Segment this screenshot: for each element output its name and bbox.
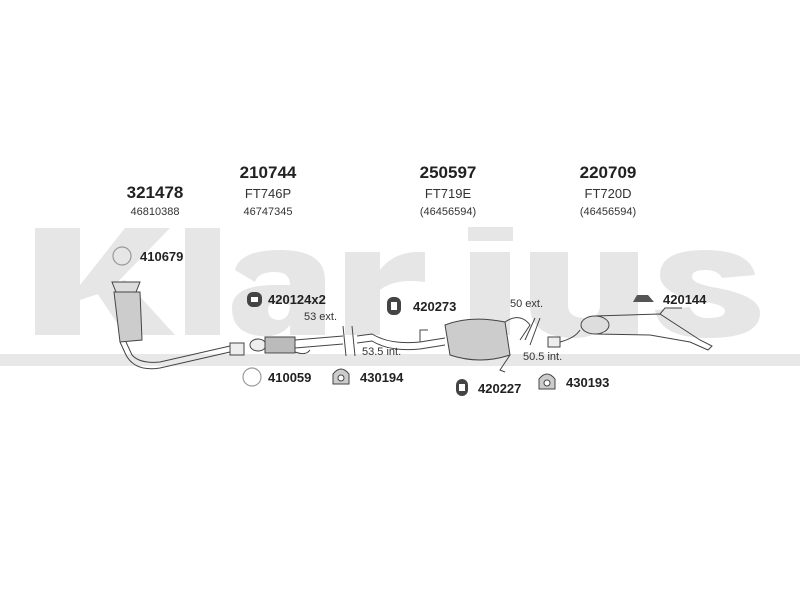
middle-pipe-and-silencer — [356, 317, 561, 373]
rubber-hanger-icon — [387, 297, 401, 315]
accessory-420124x2[interactable]: 420124x2 — [268, 292, 326, 307]
rubber-hanger-icon — [456, 379, 468, 396]
accessory-420273[interactable]: 420273 — [413, 299, 457, 314]
rear-silencer — [559, 307, 713, 351]
accessory-420227[interactable]: 420227 — [478, 381, 522, 396]
catalytic-converter — [111, 281, 245, 370]
oem-number-middle-silencer: (46456594) — [419, 206, 477, 218]
gasket-ring-icon — [112, 246, 132, 266]
part-number-catalyst[interactable]: 321478 — [126, 183, 184, 202]
accessory-430193[interactable]: 430193 — [566, 375, 610, 390]
watermark-band — [0, 354, 800, 366]
dimension-53-5-int: 53.5 int. — [362, 346, 402, 358]
dimension-50-ext: 50 ext. — [510, 298, 544, 310]
oem-number-front-pipe: 46747345 — [243, 206, 293, 218]
code-middle-silencer: FT719E — [424, 186, 472, 201]
clamp-icon — [538, 373, 556, 390]
watermark-logo — [35, 227, 760, 338]
accessory-410059[interactable]: 410059 — [268, 370, 312, 385]
dimension-50-5-int: 50.5 int. — [523, 351, 563, 363]
part-number-middle-silencer[interactable]: 250597 — [419, 163, 477, 182]
accessory-420144[interactable]: 420144 — [663, 292, 707, 307]
gasket-ring-icon — [242, 367, 262, 387]
accessory-430194[interactable]: 430194 — [360, 370, 404, 385]
part-number-rear-silencer[interactable]: 220709 — [579, 163, 637, 182]
accessory-410679[interactable]: 410679 — [140, 249, 184, 264]
front-pipe — [249, 325, 356, 357]
code-rear-silencer: FT720D — [584, 186, 632, 201]
part-number-front-pipe[interactable]: 210744 — [239, 163, 297, 182]
mounting-bracket-icon — [633, 295, 654, 302]
rubber-hanger-icon — [247, 292, 262, 307]
oem-number-rear-silencer: (46456594) — [579, 206, 637, 218]
dimension-53-ext: 53 ext. — [304, 311, 338, 323]
oem-number-catalyst: 46810388 — [130, 206, 180, 218]
code-front-pipe: FT746P — [244, 186, 292, 201]
clamp-icon — [332, 368, 350, 385]
